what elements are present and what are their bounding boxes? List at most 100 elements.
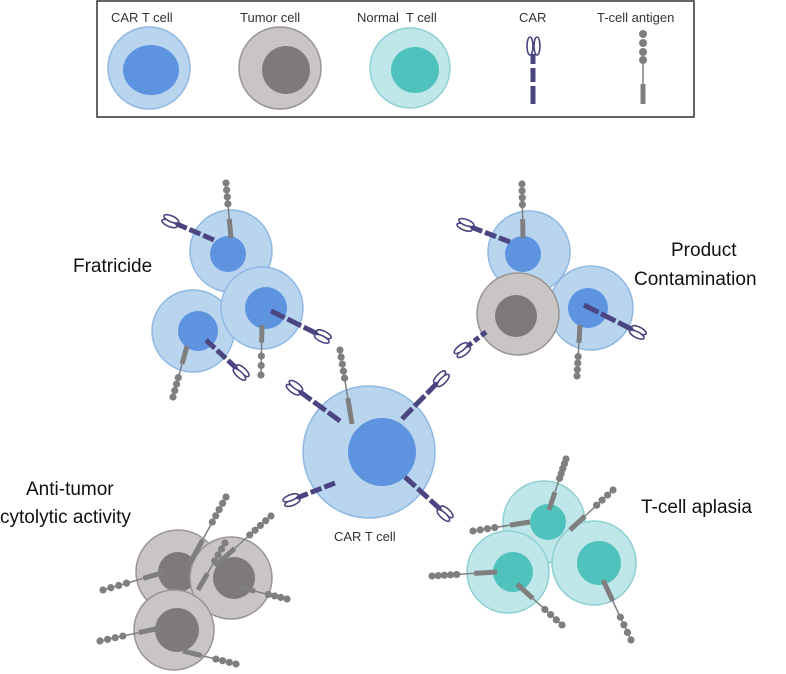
antigen-bead bbox=[104, 635, 112, 643]
antigen-bead bbox=[169, 393, 177, 401]
antigen-bead bbox=[119, 632, 127, 640]
antigen-bead bbox=[336, 346, 344, 354]
antigen-stem bbox=[138, 625, 161, 635]
car-segment bbox=[302, 324, 319, 337]
antigen-bead bbox=[339, 367, 348, 375]
t-cell-antigen bbox=[96, 625, 161, 645]
t-cell-antigen bbox=[515, 582, 566, 629]
t-cell-antigen bbox=[469, 519, 531, 535]
car-binding-loop bbox=[163, 213, 180, 224]
t-cell-antigen bbox=[568, 486, 617, 532]
antigen-bead bbox=[277, 593, 285, 602]
antigen-stem bbox=[345, 397, 355, 425]
legend-car-t-cell-icon bbox=[107, 26, 191, 110]
markers-layer bbox=[96, 179, 648, 668]
car-segment bbox=[215, 348, 228, 361]
antigen-stem bbox=[213, 546, 237, 568]
antigen-bead bbox=[223, 193, 231, 201]
antigen-bead bbox=[518, 200, 526, 209]
antigen-stem bbox=[600, 578, 616, 603]
t-cell-antigen bbox=[195, 539, 229, 592]
antigen-bead bbox=[620, 621, 628, 629]
t-cell-antigen bbox=[99, 569, 166, 594]
car-segment bbox=[296, 491, 309, 501]
car-t-cell-nucleus bbox=[210, 236, 246, 272]
antigen-bead bbox=[225, 658, 233, 666]
car-segment bbox=[472, 335, 481, 344]
antigen-stem bbox=[182, 648, 203, 658]
car-segment bbox=[415, 486, 430, 500]
antigen-stem bbox=[142, 569, 166, 581]
car-receptor bbox=[400, 370, 450, 421]
antigen-bead bbox=[232, 660, 240, 668]
antigen-bead bbox=[257, 361, 265, 370]
car-segment bbox=[599, 311, 617, 324]
car-segment bbox=[286, 316, 303, 329]
antigen-bead bbox=[573, 365, 581, 374]
antigen-bead bbox=[446, 571, 455, 579]
car-segment bbox=[616, 320, 634, 332]
antigen-bead bbox=[222, 179, 230, 187]
antigen-bead bbox=[99, 586, 107, 594]
antigen-bead bbox=[246, 531, 254, 539]
antigen-stem bbox=[546, 491, 558, 511]
antigen-stem bbox=[515, 582, 535, 601]
car-receptor bbox=[456, 217, 511, 245]
antigen-bead bbox=[440, 571, 448, 579]
car-segment bbox=[484, 230, 497, 239]
legend-label-t-cell-antigen: T-cell antigen bbox=[597, 10, 674, 25]
legend: CAR T cell Tumor cell Normal T cell CAR … bbox=[96, 0, 695, 118]
car-t-cell bbox=[220, 266, 304, 350]
t-cell-antigen bbox=[182, 648, 240, 668]
car-segment bbox=[323, 480, 336, 490]
antigen-bead bbox=[469, 527, 477, 535]
tumor-cell-nucleus bbox=[155, 608, 199, 652]
antigen-bead bbox=[267, 512, 275, 520]
antigen-bead bbox=[122, 579, 131, 587]
center-car-t-cell-label: CAR T cell bbox=[334, 529, 396, 544]
legend-label-normal-t-cell: Normal T cell bbox=[357, 10, 437, 25]
car-segment bbox=[497, 235, 511, 245]
antigen-bead bbox=[338, 360, 346, 368]
legend-label-car-t-cell: CAR T cell bbox=[111, 10, 173, 25]
normal-t-cell-nucleus bbox=[577, 541, 621, 585]
antigen-stem bbox=[509, 519, 531, 528]
antigen-bead bbox=[270, 592, 279, 600]
tumor-cell-nucleus bbox=[495, 295, 537, 337]
antigen-bead bbox=[518, 180, 526, 188]
antigen-bead bbox=[223, 186, 231, 194]
car-segment bbox=[428, 498, 443, 512]
antigen-bead bbox=[547, 611, 555, 619]
car-receptor bbox=[204, 338, 250, 382]
legend-label-car: CAR bbox=[519, 10, 546, 25]
antigen-bead bbox=[483, 525, 492, 533]
normal-t-cell bbox=[551, 520, 637, 606]
car-receptor bbox=[582, 302, 648, 340]
antigen-bead bbox=[211, 557, 219, 565]
antigen-bead bbox=[639, 48, 647, 56]
t-cell-antigen bbox=[257, 324, 265, 379]
car-segment bbox=[403, 475, 418, 489]
antigen-bead bbox=[172, 380, 181, 388]
t-cell-antigen bbox=[428, 569, 498, 580]
car-segment bbox=[269, 308, 286, 320]
car-binding-loop bbox=[282, 492, 299, 503]
antigen-bead bbox=[603, 491, 612, 499]
antigen-bead bbox=[541, 605, 549, 614]
t-cell-antigen bbox=[518, 180, 526, 239]
car-receptor bbox=[403, 475, 454, 523]
antigen-bead bbox=[215, 505, 223, 514]
label-anti-tumor-line1: Anti-tumor bbox=[26, 479, 114, 500]
label-fratricide: Fratricide bbox=[73, 256, 152, 277]
antigen-bead bbox=[257, 352, 265, 360]
antigen-bead bbox=[574, 359, 582, 367]
car-binding-loop bbox=[533, 36, 541, 56]
car-binding-loop bbox=[453, 341, 469, 355]
label-product-contamination-line1: Product bbox=[671, 240, 737, 261]
car-segment bbox=[202, 233, 215, 243]
antigen-stem bbox=[226, 218, 234, 239]
car-segment bbox=[312, 399, 328, 413]
antigen-bead bbox=[574, 353, 582, 361]
car-segment bbox=[412, 393, 427, 409]
